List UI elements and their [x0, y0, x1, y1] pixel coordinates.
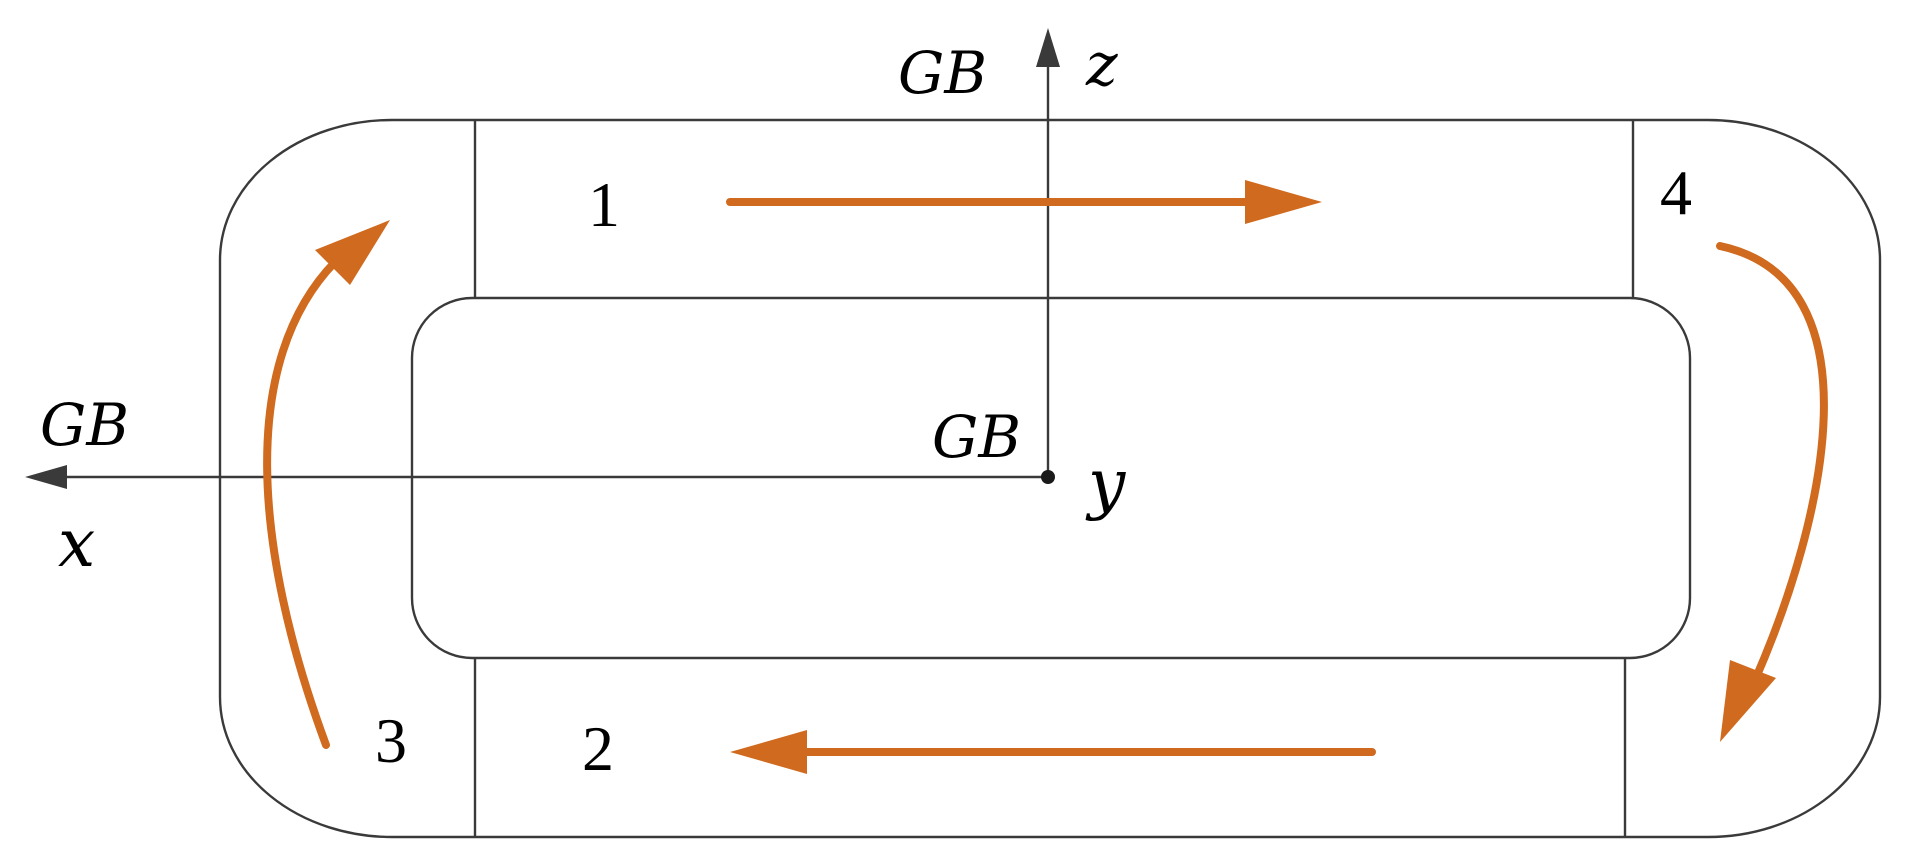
origin-gb-label: GB: [932, 403, 1021, 471]
outer-boundary: [218, 118, 1882, 839]
x-axis-gb-label: GB: [40, 391, 129, 459]
segment-2-number: 2: [582, 713, 614, 784]
flow-arrowhead-segment-1: [1245, 180, 1322, 224]
z-axis-label: z: [1085, 30, 1118, 100]
flow-arrow-segment-3: [263, 258, 339, 749]
flow-arrowhead-segment-4: [1720, 660, 1776, 742]
z-axis-gb-label: GB: [898, 39, 987, 107]
segment-1-number: 1: [588, 169, 620, 240]
segment-3-number: 3: [375, 705, 407, 776]
flow-arrow-segment-4: [1716, 242, 1828, 684]
flow-arrowhead-segment-3: [315, 220, 390, 285]
y-axis-label: y: [1085, 445, 1126, 522]
z-axis-arrowhead: [1036, 28, 1060, 67]
x-axis-label: x: [58, 505, 95, 582]
flow-arrows: [263, 180, 1828, 774]
flow-arrowhead-segment-2: [730, 730, 807, 774]
x-axis-arrowhead: [25, 465, 67, 489]
origin-point: [1041, 470, 1055, 484]
segment-4-number: 4: [1660, 157, 1692, 228]
